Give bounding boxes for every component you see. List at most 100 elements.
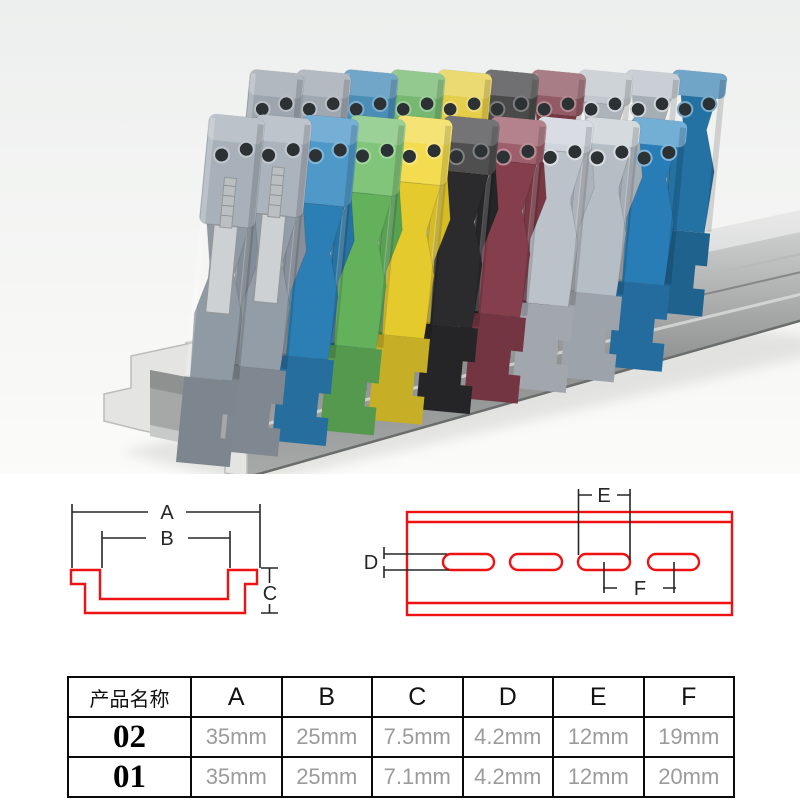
wire-hole <box>494 148 512 166</box>
col-header-b: B <box>280 676 373 718</box>
dim-label-f: F <box>634 578 646 600</box>
product-photo <box>0 0 800 474</box>
block-head-cap <box>248 69 304 99</box>
wire-hole <box>582 101 600 118</box>
wire-hole <box>324 95 342 112</box>
block-shade <box>521 126 546 317</box>
wire-hole <box>653 95 671 113</box>
spec-value-cell: 35mm <box>190 716 283 758</box>
spec-value-cell: 35mm <box>190 756 283 798</box>
dim-b-lines <box>101 531 231 568</box>
block-body <box>429 170 490 329</box>
block-head-cap <box>624 69 680 99</box>
block-head-cap <box>671 69 727 99</box>
block-foot <box>272 355 334 446</box>
block-head-cap <box>207 114 265 145</box>
wire-hole <box>566 143 584 161</box>
wire-hole <box>512 95 530 113</box>
wire-hole <box>213 146 231 164</box>
block-head-cap <box>436 69 492 99</box>
wire-hole <box>535 101 553 118</box>
block-shade <box>569 126 593 306</box>
block-head-cap <box>395 115 453 146</box>
wire-hole <box>613 143 631 161</box>
wire-hole <box>676 101 694 118</box>
block-head-cap <box>442 115 500 146</box>
block-shade <box>329 124 358 359</box>
rail-fold-lines <box>407 520 732 605</box>
terminal-blocks-front-row <box>176 113 688 468</box>
rail-top-view-outline <box>405 510 734 617</box>
block-shade <box>705 79 726 232</box>
block-head-cap <box>254 114 312 145</box>
spec-value-cell: 20mm <box>642 756 735 798</box>
block-head-cap <box>583 117 641 148</box>
wire-hole <box>284 141 302 159</box>
block-head-cap <box>483 69 539 99</box>
screw-threads <box>220 184 236 217</box>
product-id-cell: 02 <box>67 716 192 758</box>
col-header-c: C <box>371 676 464 718</box>
block-foot <box>320 344 382 436</box>
block-head-cap <box>348 115 406 146</box>
spec-value-cell: 25mm <box>280 716 373 758</box>
wire-hole <box>260 146 278 164</box>
dim-f-lines <box>603 562 676 593</box>
rail-top-view-diagram: D E F <box>364 485 734 617</box>
dim-d-lines <box>383 547 449 578</box>
spec-value-cell: 4.2mm <box>461 716 554 758</box>
spec-value-cell: 25mm <box>280 756 373 798</box>
block-foot <box>416 323 478 415</box>
block-head-cap <box>301 114 359 145</box>
wire-hole <box>519 142 537 160</box>
wire-hole <box>700 95 718 113</box>
block-shade <box>377 125 405 348</box>
col-header-f: F <box>642 676 735 718</box>
wire-hole <box>425 142 443 160</box>
block-head-cap <box>530 69 586 99</box>
wire-hole <box>488 101 506 118</box>
wire-hole <box>629 101 647 118</box>
wire-hole <box>347 100 365 118</box>
wire-hole <box>441 101 459 118</box>
dim-a-lines <box>71 504 261 568</box>
wire-hole <box>378 141 396 159</box>
rail-bottom-edge <box>254 319 800 474</box>
block-foot <box>368 333 430 425</box>
rail-cross-section-diagram: A B C <box>69 502 278 615</box>
wire-hole <box>394 100 412 118</box>
spec-value-cell: 19mm <box>642 716 735 758</box>
wire-hole <box>588 149 606 167</box>
block-foot <box>560 291 622 383</box>
block-foot <box>224 365 286 457</box>
wire-hole <box>418 95 436 112</box>
block-body <box>477 159 538 318</box>
dim-e-lines <box>577 489 631 560</box>
dim-label-c: C <box>263 583 277 605</box>
wire-hole <box>331 141 349 159</box>
mounting-slot <box>441 552 496 572</box>
block-body <box>333 191 394 350</box>
silver-terminal-block <box>560 116 641 383</box>
spec-value-cell: 7.5mm <box>371 716 464 758</box>
block-body <box>381 180 442 340</box>
block-head-cap <box>295 69 351 99</box>
block-head-cap <box>630 117 688 148</box>
wire-hole <box>353 147 371 165</box>
wire-hole <box>606 95 624 113</box>
block-head-cap <box>577 69 633 99</box>
block-head-cap <box>342 69 398 99</box>
block-head-cap <box>489 116 547 147</box>
silver-terminal-block <box>512 116 594 393</box>
spec-value-cell: 12mm <box>552 756 645 798</box>
block-head-cap <box>536 116 594 147</box>
block-shade <box>617 127 640 295</box>
wire-hole <box>541 148 559 166</box>
col-header-a: A <box>190 676 283 718</box>
wire-hole <box>277 95 295 112</box>
dimension-diagrams: A B C D E F <box>0 480 800 650</box>
block-shade <box>665 127 687 285</box>
block-body <box>285 202 346 361</box>
block-highlight <box>185 117 216 375</box>
